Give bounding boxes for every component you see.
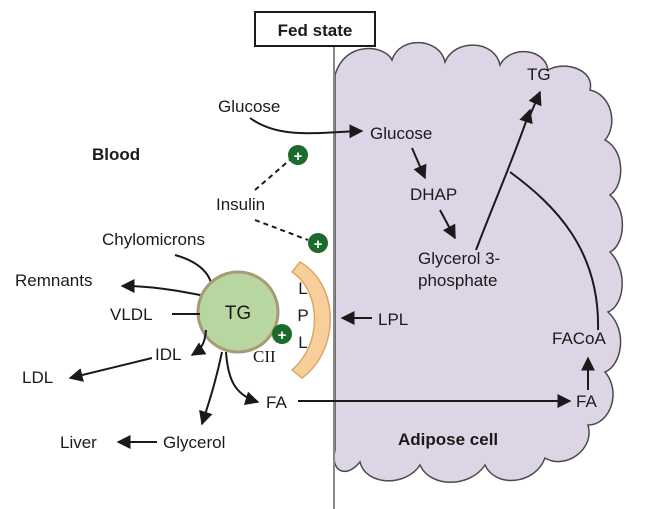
ldl-label: LDL — [22, 368, 53, 387]
glucose-blood-label: Glucose — [218, 97, 280, 116]
cii-label: CII — [253, 347, 276, 366]
insulin-dashed-upper — [254, 157, 293, 191]
lpl-label: LPL — [378, 310, 408, 329]
dhap-label: DHAP — [410, 185, 457, 204]
insulin-dashed-lower — [254, 219, 309, 241]
tg-lipoprotein-label: TG — [225, 303, 251, 324]
lpl-vertical-p: P — [297, 306, 308, 325]
title: Fed state — [278, 21, 353, 40]
tg-to-glycerol-arrow — [199, 351, 223, 426]
liver-label: Liver — [60, 433, 97, 452]
glycerol3p-to-tg-arrow — [475, 108, 533, 251]
title-box — [254, 11, 376, 47]
plus-badge-icon: + — [308, 233, 328, 253]
lpl-vertical-l1: L — [298, 279, 307, 298]
tg-to-idl-arrow — [190, 329, 207, 356]
facoa-label: FACoA — [552, 329, 607, 348]
svg-text:+: + — [278, 327, 287, 344]
tg-cell-label: TG — [527, 65, 551, 84]
tg-to-fa-arrow — [225, 351, 260, 406]
lpl-enzyme-shape — [290, 261, 331, 379]
vldl-label: VLDL — [110, 305, 153, 324]
svg-text:+: + — [314, 236, 323, 253]
glycerol3p-label-line1: Glycerol 3- — [418, 249, 500, 268]
idl-to-ldl-arrow — [68, 357, 153, 382]
fa-cell-label: FA — [576, 392, 597, 411]
chylomicrons-to-tg-arrow — [174, 254, 213, 291]
tg-double-arrow — [527, 90, 542, 121]
tg-to-remnants-arrow — [120, 279, 206, 297]
dhap-to-glycerol3p-arrow — [439, 209, 456, 240]
blood-label: Blood — [92, 145, 140, 164]
glucose-transport-arrow — [249, 117, 364, 139]
adipose-cell-shape — [333, 41, 624, 483]
adipose-cell-label: Adipose cell — [398, 430, 498, 449]
lpl-vertical-l2: L — [298, 333, 307, 352]
facoa-to-tg-curve — [509, 171, 600, 331]
glycerol3p-label-line2: phosphate — [418, 271, 497, 290]
chylomicrons-label: Chylomicrons — [102, 230, 205, 249]
remnants-label: Remnants — [15, 271, 92, 290]
insulin-label: Insulin — [216, 195, 265, 214]
fa-blood-label: FA — [266, 393, 287, 412]
plus-badge-icon: + — [272, 324, 292, 344]
plus-badge-icon: + — [288, 145, 308, 165]
tg-lipoprotein-particle — [196, 270, 280, 354]
svg-text:+: + — [294, 148, 303, 165]
glycerol-label: Glycerol — [163, 433, 225, 452]
glucose-to-dhap-arrow — [411, 147, 427, 180]
glucose-cell-label: Glucose — [370, 124, 432, 143]
idl-label: IDL — [155, 345, 181, 364]
